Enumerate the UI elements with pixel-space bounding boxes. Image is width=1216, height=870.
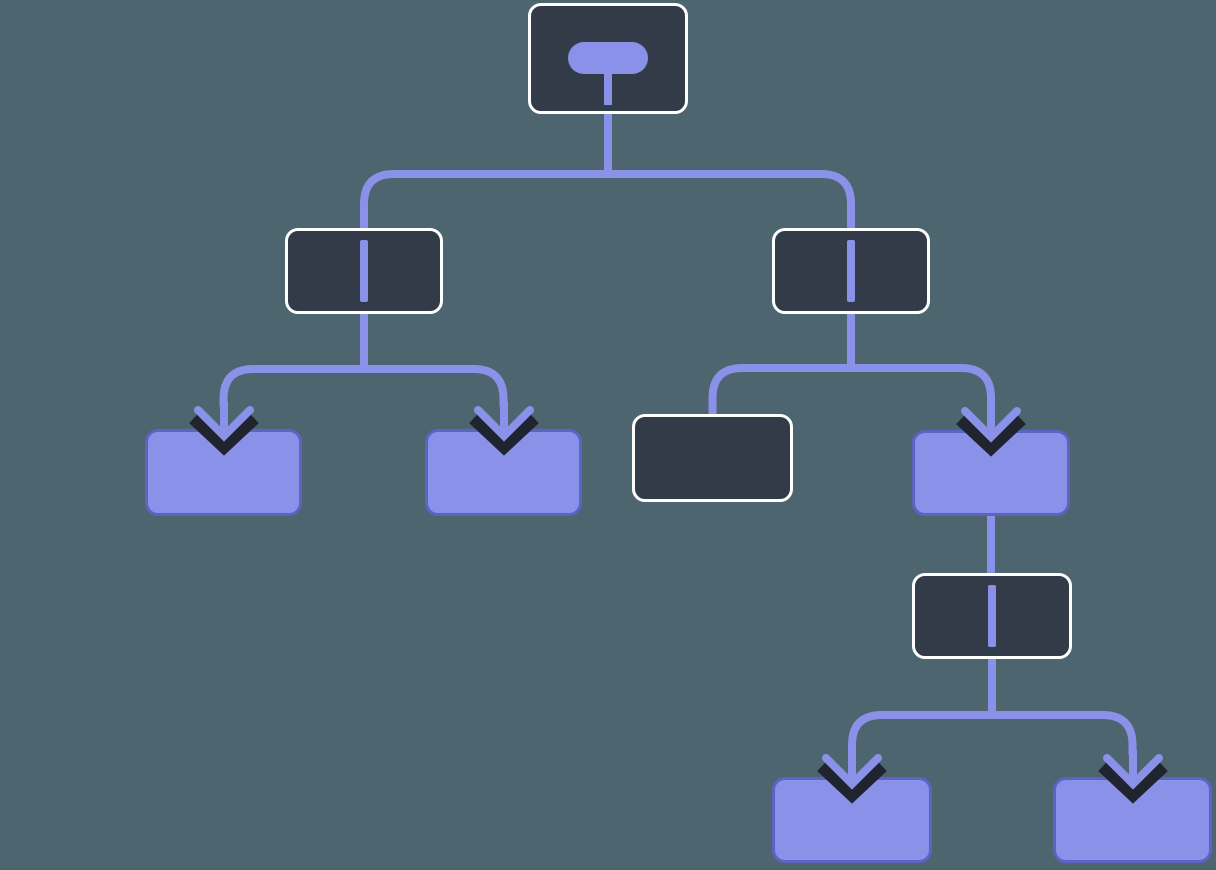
connector-root-split-bar <box>360 170 855 232</box>
tree-node-leaf-3[interactable] <box>912 430 1070 516</box>
connector-lower-split-bar <box>848 711 1137 755</box>
tree-node-leaf-2[interactable] <box>425 429 582 516</box>
tree-node-branch-left[interactable] <box>285 228 443 314</box>
root-pill-icon <box>568 42 648 74</box>
tree-node-root[interactable] <box>528 3 688 114</box>
pass-through-line <box>360 240 368 302</box>
pass-through-line <box>988 585 996 647</box>
connector-right-split-bar <box>708 364 995 418</box>
pass-through-line <box>847 240 855 302</box>
connector-left-split-bar <box>219 365 508 407</box>
tree-node-leaf-4[interactable] <box>772 777 932 863</box>
tree-node-node-plain[interactable] <box>632 414 793 502</box>
tree-node-leaf-5[interactable] <box>1053 777 1212 863</box>
tree-node-leaf-1[interactable] <box>145 429 302 516</box>
tree-node-branch-lower[interactable] <box>912 573 1072 659</box>
tree-node-branch-right[interactable] <box>772 228 930 314</box>
root-pill-stem <box>604 71 612 105</box>
